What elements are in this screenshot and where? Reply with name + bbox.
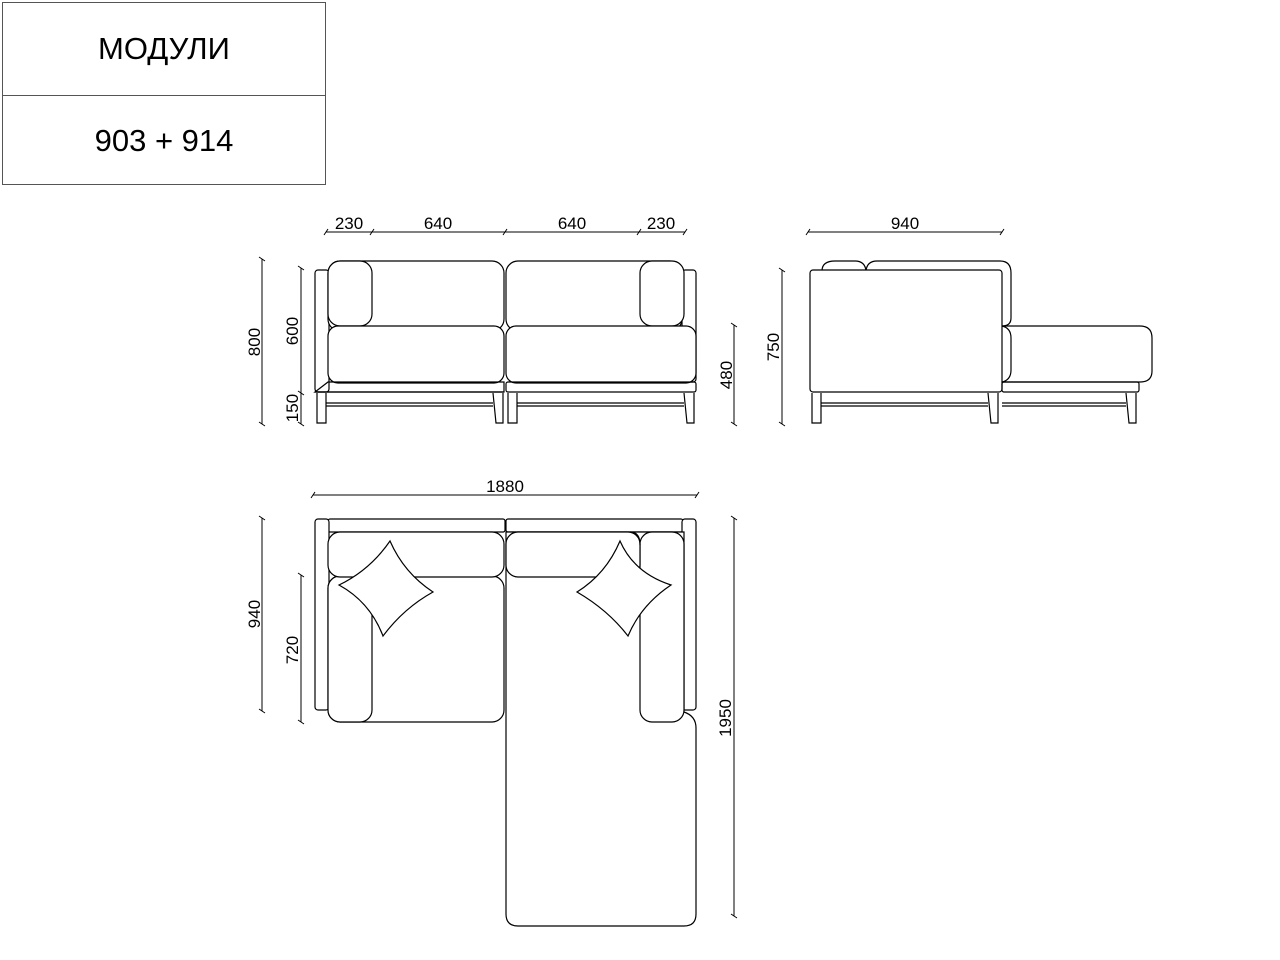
throw-pillow-right <box>575 539 673 638</box>
dim-seat-right: 640 <box>558 214 586 233</box>
dim-total-height: 800 <box>245 328 264 356</box>
dim-top-depth: 940 <box>245 600 264 628</box>
top-view: 1880 940 720 1950 <box>245 477 738 927</box>
dim-seat-depth: 720 <box>283 636 302 664</box>
dim-side-height: 750 <box>764 333 783 361</box>
dim-side-depth: 940 <box>891 214 919 233</box>
dim-seat-left: 640 <box>424 214 452 233</box>
side-view: 940 750 <box>764 214 1153 427</box>
title-block: МОДУЛИ 903 + 914 <box>2 2 326 185</box>
throw-pillow-left <box>337 539 435 638</box>
title-heading: МОДУЛИ <box>98 31 230 66</box>
module-numbers: 903 + 914 <box>3 95 325 185</box>
dim-leg-height: 150 <box>283 394 302 422</box>
dim-seat-height: 480 <box>717 361 736 389</box>
dim-arm-left: 230 <box>335 214 363 233</box>
dim-back-height: 600 <box>283 317 302 345</box>
dim-total-width: 1880 <box>486 477 524 496</box>
front-view: 230 640 640 230 800 600 150 480 <box>245 214 738 427</box>
dim-chaise-length: 1950 <box>716 699 735 737</box>
dim-arm-right: 230 <box>647 214 675 233</box>
